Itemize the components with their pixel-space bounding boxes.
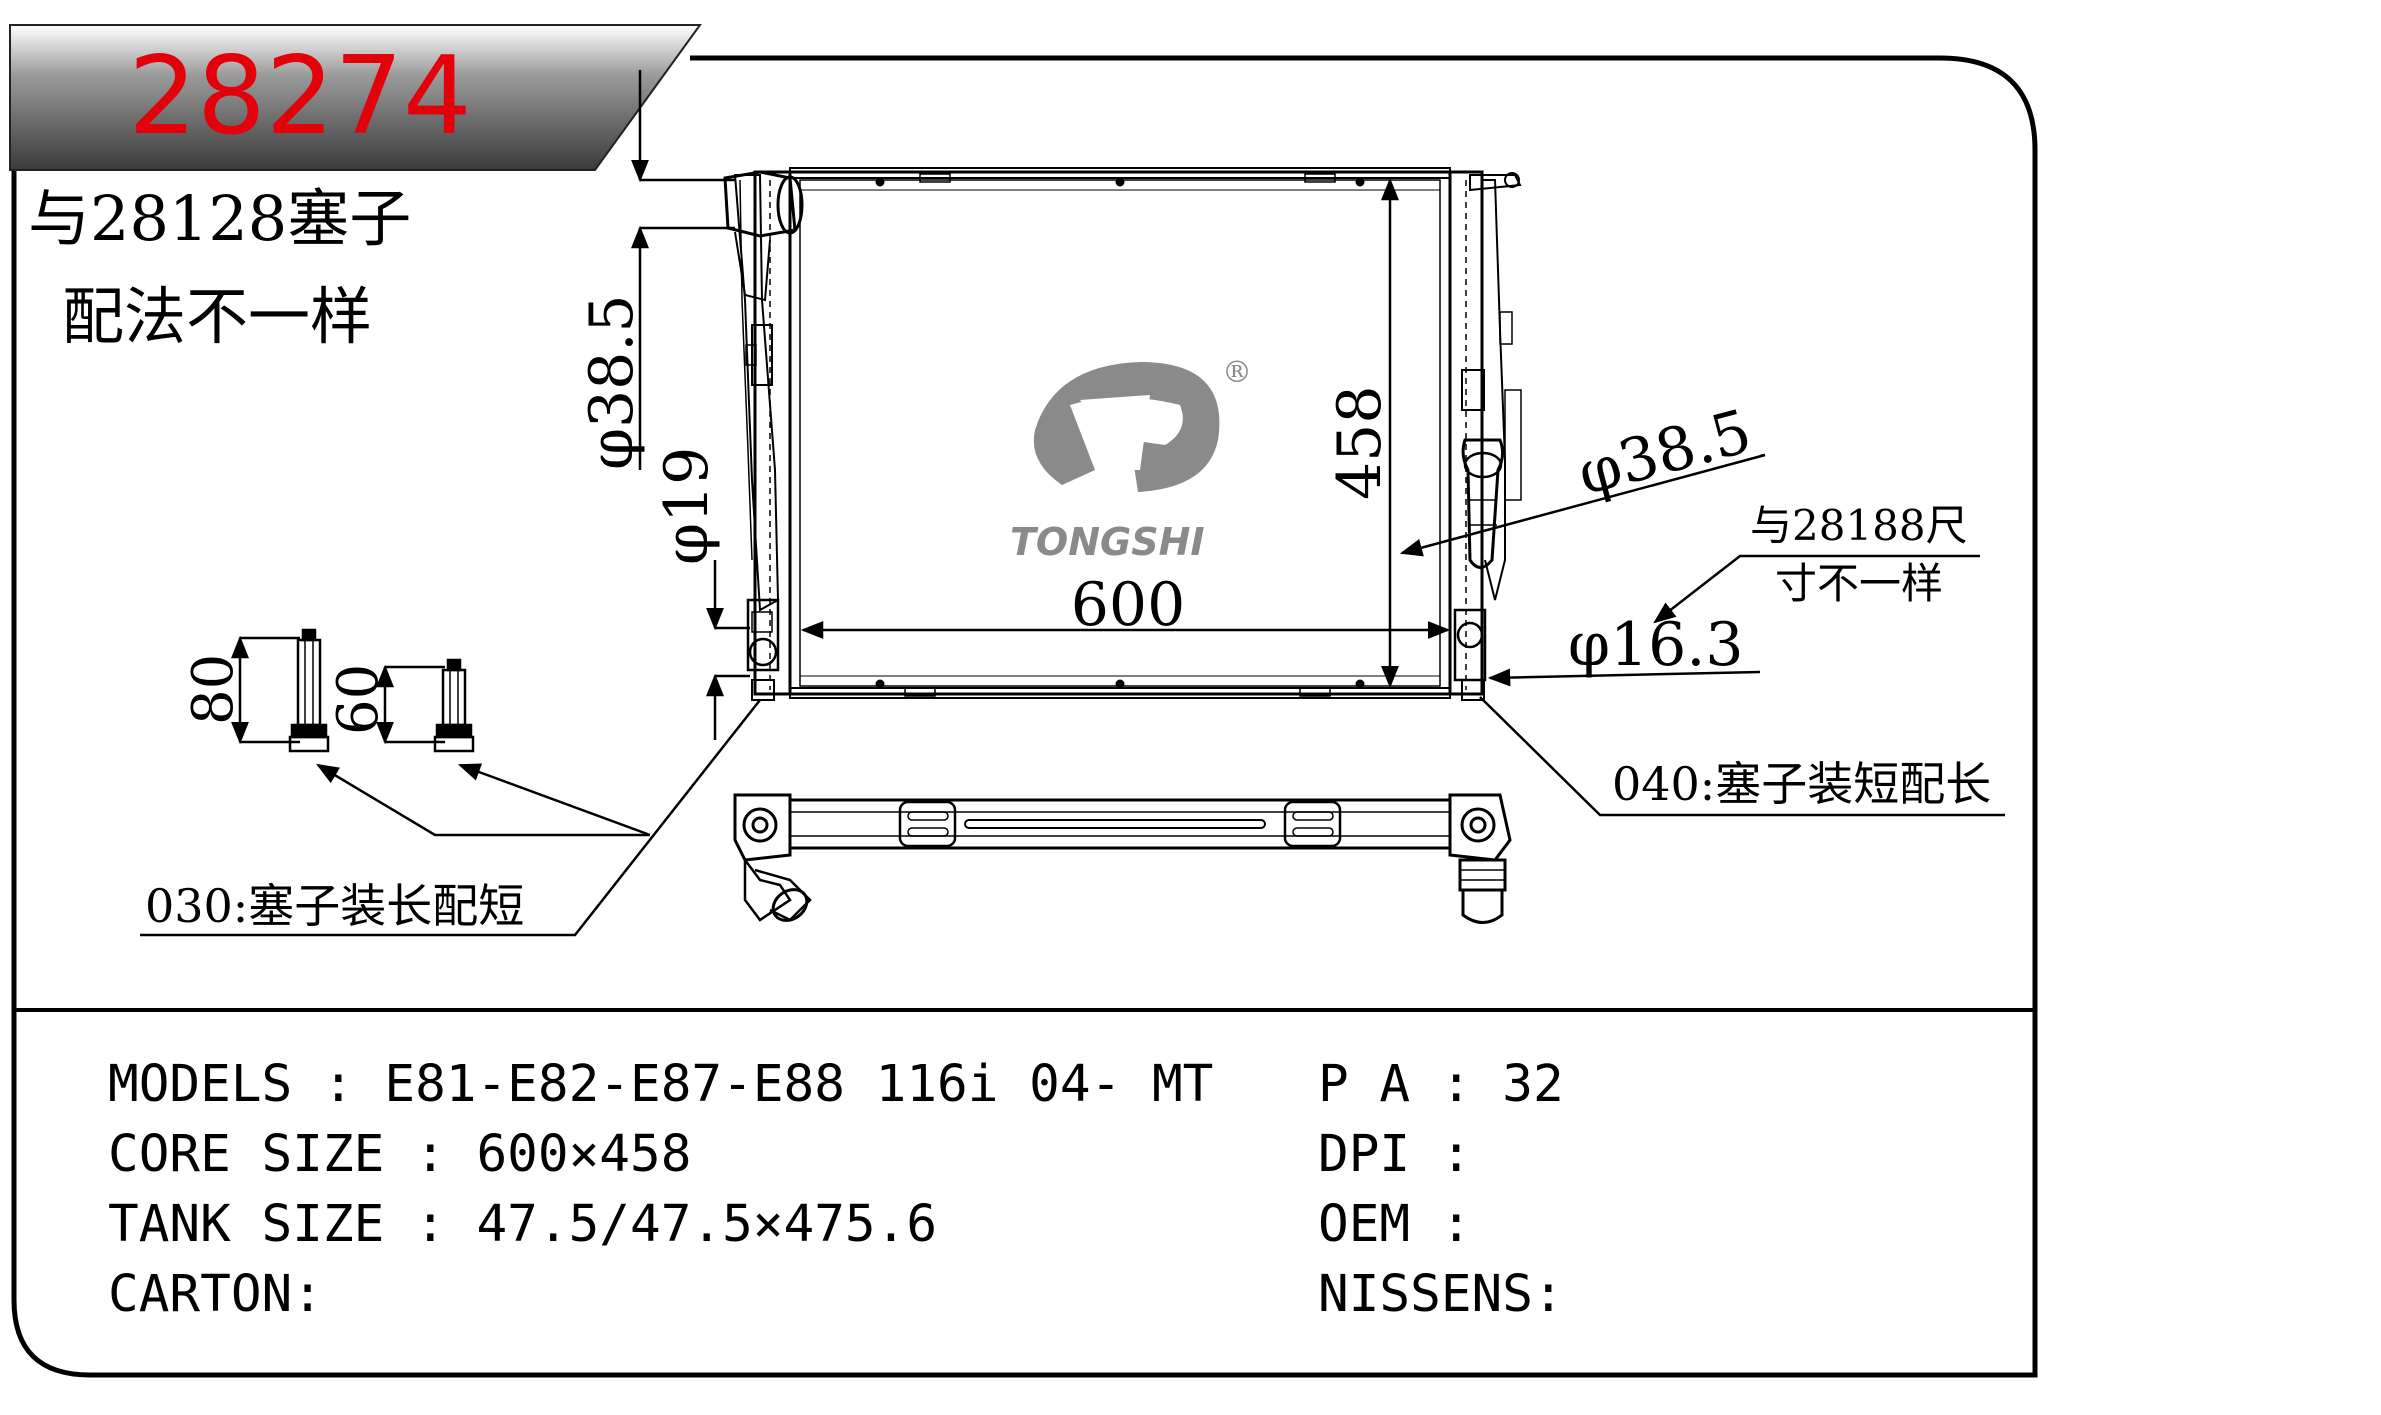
spec-label: P A xyxy=(1318,1055,1411,1114)
specs-right: P A : 32 DPI : OEM : NISSENS: xyxy=(1318,1050,1564,1330)
plug-length-long: 80 xyxy=(181,654,246,725)
spec-row-pa: P A : 32 xyxy=(1318,1050,1564,1120)
spec-value: E81-E82-E87-E88 116i 04- MT xyxy=(384,1055,1214,1114)
dim-core-height: 458 xyxy=(1325,385,1395,500)
spec-separator: : xyxy=(292,1265,323,1324)
spec-label: CORE SIZE xyxy=(108,1125,385,1184)
logo-registered-mark: ® xyxy=(1222,355,1252,390)
right-inlet-pipe xyxy=(1461,438,1505,569)
spec-row-models: MODELS : E81-E82-E87-E88 116i 04- MT xyxy=(108,1050,1213,1120)
note-line-1: 与28128塞子 xyxy=(28,182,411,255)
spec-value: 32 xyxy=(1502,1055,1564,1114)
tongshi-logo: ® TONGSHI xyxy=(1010,355,1252,564)
spec-label: OEM xyxy=(1318,1195,1411,1254)
spec-row-tank-size: TANK SIZE : 47.5/47.5×475.6 xyxy=(108,1190,1213,1260)
spec-label: TANK SIZE xyxy=(108,1195,385,1254)
radiator-top-view xyxy=(733,793,1512,924)
specs-left: MODELS : E81-E82-E87-E88 116i 04- MT COR… xyxy=(108,1050,1213,1330)
spec-row-core-size: CORE SIZE : 600×458 xyxy=(108,1120,1213,1190)
part-number: 28274 xyxy=(128,34,472,159)
spec-separator: : xyxy=(384,1195,477,1254)
dim-small-pipe-left: φ19 xyxy=(652,447,722,565)
spec-label: DPI xyxy=(1318,1125,1411,1184)
spec-separator: : xyxy=(1532,1265,1564,1324)
spec-value: 600×458 xyxy=(476,1125,692,1184)
dim-inlet-left: φ38.5 xyxy=(577,294,647,470)
callout-030: 030:塞子装长配短 xyxy=(145,879,524,933)
right-note-line-2: 寸不一样 xyxy=(1775,559,1943,608)
plug-length-short: 60 xyxy=(326,664,391,735)
right-tank xyxy=(1448,170,1484,696)
dim-small-pipe-right: φ16.3 xyxy=(1568,610,1744,680)
dimension-lines xyxy=(140,70,2005,937)
spec-label: MODELS xyxy=(108,1055,293,1114)
dim-core-width: 600 xyxy=(1071,570,1186,640)
drain-plug-short xyxy=(433,658,475,753)
spec-label: CARTON xyxy=(108,1265,293,1324)
logo-text: TONGSHI xyxy=(1010,520,1205,564)
spec-row-carton: CARTON: xyxy=(108,1260,1213,1330)
outer-frame xyxy=(11,55,2038,1378)
spec-label: NISSENS xyxy=(1318,1265,1533,1324)
spec-separator: : xyxy=(1410,1195,1472,1254)
callout-040: 040:塞子装短配长 xyxy=(1612,757,1991,811)
spec-row-dpi: DPI : xyxy=(1318,1120,1564,1190)
right-note-line-1: 与28188尺 xyxy=(1750,501,1968,550)
spec-value: 47.5/47.5×475.6 xyxy=(476,1195,938,1254)
spec-separator: : xyxy=(1410,1055,1503,1114)
radiator-front-view xyxy=(723,167,1522,701)
drain-plug-long xyxy=(288,628,330,753)
left-tank xyxy=(753,170,792,696)
header-band xyxy=(9,24,702,171)
spec-separator: : xyxy=(1410,1125,1472,1184)
note-line-2: 配法不一样 xyxy=(62,280,372,353)
spec-separator: : xyxy=(292,1055,385,1114)
spec-row-nissens: NISSENS: xyxy=(1318,1260,1564,1330)
spec-row-oem: OEM : xyxy=(1318,1190,1564,1260)
spec-separator: : xyxy=(384,1125,477,1184)
dim-inlet-right: φ38.5 xyxy=(1571,396,1759,509)
